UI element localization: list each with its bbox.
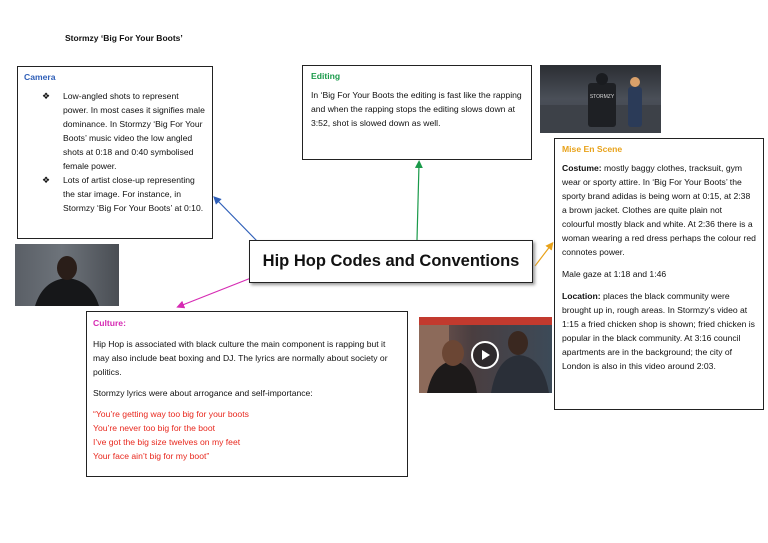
editing-heading: Editing: [311, 69, 523, 83]
video-still-boots: STORMZY: [540, 65, 661, 133]
lyric-line: “You’re getting way too big for your boo…: [93, 407, 401, 421]
video-caption: STORMZY: [590, 94, 615, 100]
central-topic-title: Hip Hop Codes and Conventions: [263, 253, 520, 270]
arrow-to-editing: [417, 164, 419, 240]
location-label: Location:: [562, 291, 601, 301]
mise-en-scene-box: Mise En Scene Costume: mostly baggy clot…: [554, 138, 764, 410]
artist-close-up-image: [15, 244, 119, 306]
editing-box: Editing In ‘Big For Your Boots the editi…: [302, 65, 532, 160]
lyrics-intro: Stormzy lyrics were about arrogance and …: [93, 386, 401, 400]
location-text: places the black community were brought …: [562, 291, 755, 371]
diamond-bullet-icon: ❖: [42, 173, 50, 187]
arrow-to-mise: [535, 245, 551, 266]
lyric-line: I’ve got the big size twelves on my feet: [93, 435, 401, 449]
arrow-to-camera: [216, 199, 257, 241]
video-still-boots-graphic: STORMZY: [540, 65, 661, 133]
list-item: ❖ Lots of artist close-up representing th…: [42, 173, 206, 215]
camera-bullets: ❖ Low-angled shots to represent power. In…: [24, 89, 206, 215]
culture-heading: Culture:: [93, 316, 401, 330]
list-item: ❖ Low-angled shots to represent power. In…: [42, 89, 206, 173]
mise-heading: Mise En Scene: [562, 142, 756, 156]
camera-bullet-text: Low-angled shots to represent power. In …: [63, 91, 205, 171]
arrow-to-culture: [180, 278, 251, 306]
costume-label: Costume:: [562, 163, 602, 173]
location-paragraph: Location: places the black community wer…: [562, 289, 756, 373]
camera-bullet-text: Lots of artist close-up representing the…: [63, 175, 203, 213]
lyric-line: You’re never too big for the boot: [93, 421, 401, 435]
culture-box: Culture: Hip Hop is associated with blac…: [86, 311, 408, 477]
video-thumbnail[interactable]: [419, 317, 552, 393]
diamond-bullet-icon: ❖: [42, 89, 50, 103]
costume-paragraph: Costume: mostly baggy clothes, tracksuit…: [562, 161, 756, 259]
artist-close-up-graphic: [15, 244, 119, 306]
lyrics-quote: “You’re getting way too big for your boo…: [93, 407, 401, 463]
camera-heading: Camera: [24, 70, 206, 84]
costume-text: mostly baggy clothes, tracksuit, gym wea…: [562, 163, 756, 257]
culture-body: Hip Hop is associated with black culture…: [93, 337, 401, 379]
male-gaze-text: Male gaze at 1:18 and 1:46: [562, 267, 756, 281]
editing-body: In ‘Big For Your Boots the editing is fa…: [311, 88, 523, 130]
camera-box: Camera ❖ Low-angled shots to represent po…: [17, 66, 213, 239]
central-topic: Hip Hop Codes and Conventions: [249, 240, 533, 283]
play-button-icon[interactable]: [471, 341, 499, 369]
lyric-line: Your face ain’t big for my boot”: [93, 449, 401, 463]
